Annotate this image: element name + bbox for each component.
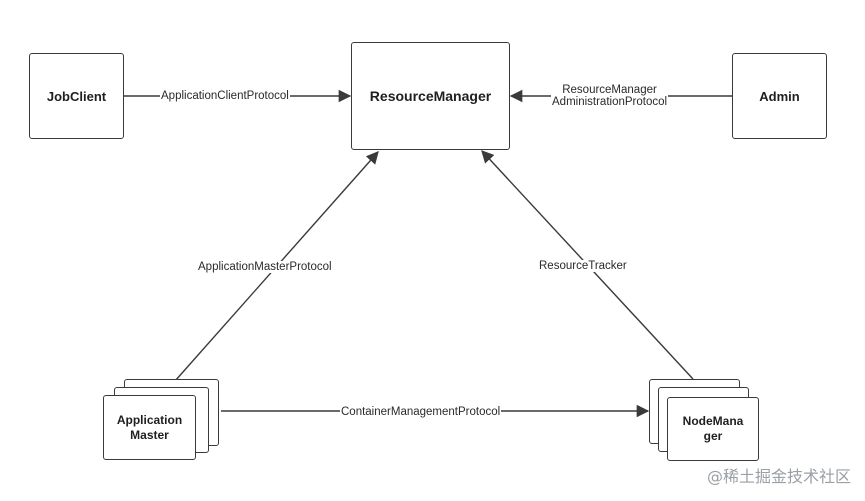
master-protocol-label: ApplicationMasterProtocol bbox=[197, 261, 333, 273]
resource-manager-node: ResourceManager bbox=[351, 42, 510, 150]
application-master-label-line2: Master bbox=[130, 427, 169, 442]
watermark: @稀土掘金技术社区 bbox=[706, 467, 851, 486]
container-protocol-label: ContainerManagementProtocol bbox=[340, 406, 502, 418]
admin-label: Admin bbox=[759, 88, 800, 104]
application-master-node: Application Master bbox=[103, 395, 196, 460]
node-manager-label-line1: NodeMana bbox=[682, 414, 744, 428]
client-protocol-label: ApplicationClientProtocol bbox=[160, 90, 290, 102]
jobclient-node: JobClient bbox=[29, 53, 124, 139]
admin-node: Admin bbox=[732, 53, 827, 139]
node-manager-label-line2: ger bbox=[703, 429, 723, 443]
admin-protocol-label: ResourceManager AdministrationProtocol bbox=[551, 84, 669, 108]
node-manager-node: NodeMana ger bbox=[667, 397, 759, 461]
resource-manager-label: ResourceManager bbox=[369, 87, 492, 104]
jobclient-label: JobClient bbox=[46, 88, 107, 104]
admin-protocol-label-line1: ResourceManager bbox=[562, 84, 657, 96]
resource-tracker-label: ResourceTracker bbox=[538, 260, 628, 272]
application-master-label-line1: Application bbox=[116, 412, 183, 427]
admin-protocol-label-line2: AdministrationProtocol bbox=[552, 96, 668, 108]
